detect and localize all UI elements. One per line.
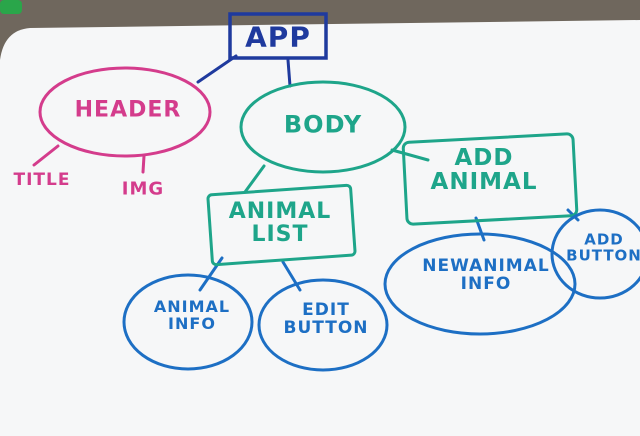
edge-body-to-animal-list (243, 164, 266, 194)
node-animal-list-label: ANIMAL LIST (228, 198, 332, 247)
header-ellipse (38, 66, 212, 158)
body-ellipse (239, 80, 407, 174)
node-edit-button-label: EDIT BUTTON (283, 300, 369, 338)
new-animal-info-ellipse (383, 232, 577, 336)
edge-app-to-header (196, 54, 238, 84)
node-body-label: BODY (283, 110, 363, 139)
edge-animal-list-to-edit-button (281, 260, 302, 292)
node-add-button-label: ADD BUTTON (566, 230, 640, 264)
animal-list-box (206, 183, 357, 267)
node-animal-info-label: ANIMAL INFO (153, 297, 231, 333)
node-add-animal-label: ADD ANIMAL (430, 144, 538, 195)
marker-cap (0, 0, 22, 14)
node-img-label: IMG (121, 178, 165, 200)
edit-button-ellipse (257, 278, 389, 372)
add-animal-box (401, 132, 579, 226)
edge-body-to-add-animal (390, 148, 430, 162)
app-box (228, 12, 328, 60)
node-app-label: APP (245, 20, 311, 54)
node-header-label: HEADER (74, 97, 182, 123)
add-button-ellipse (550, 208, 640, 300)
node-title-label: TITLE (13, 170, 71, 191)
edge-header-to-title (32, 144, 60, 167)
edge-header-to-img (141, 154, 146, 174)
animal-info-ellipse (122, 273, 254, 371)
whiteboard-surface (0, 20, 640, 436)
node-new-animal-info-label: NEWANIMAL INFO (422, 256, 550, 294)
edge-app-to-body (286, 58, 292, 88)
